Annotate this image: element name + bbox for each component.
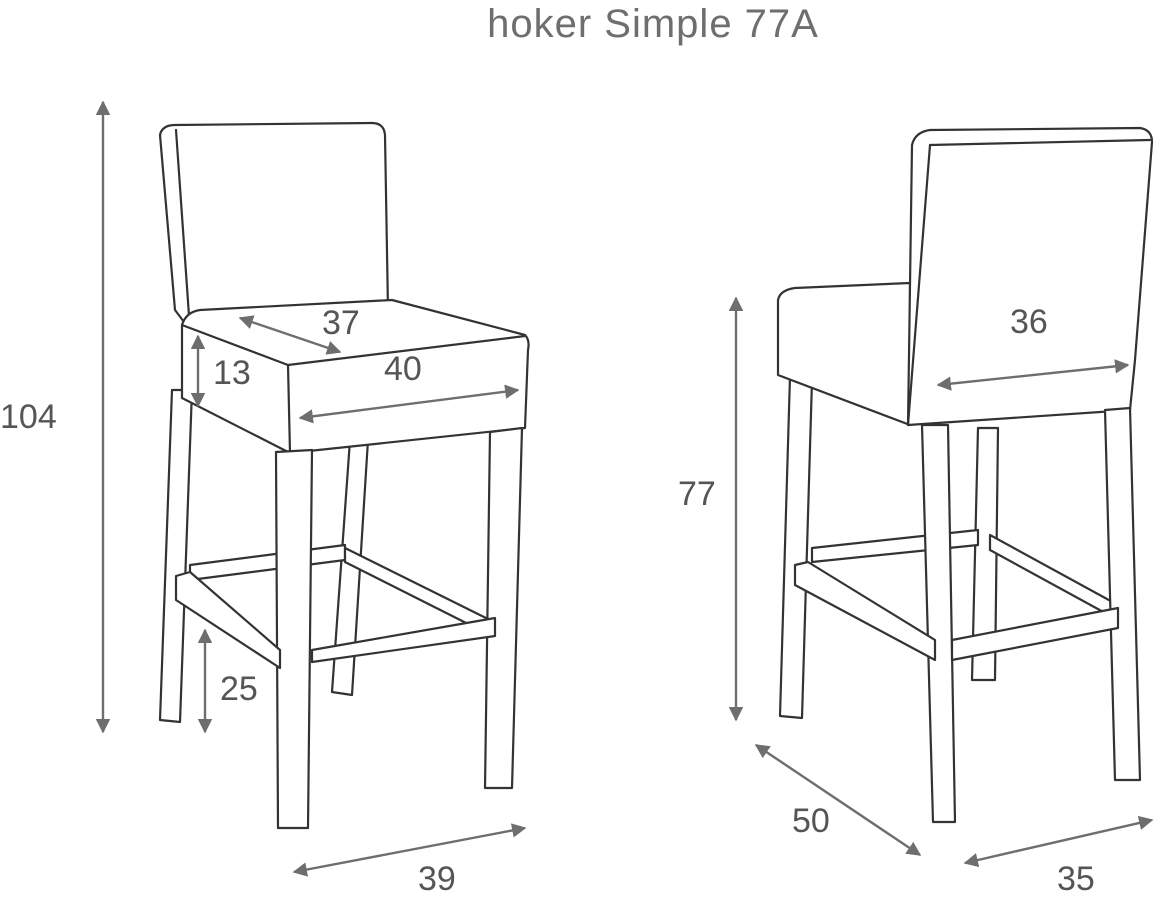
base-width-label: 39 [418, 860, 456, 898]
front-stool [158, 121, 530, 830]
rear-width-label: 35 [1057, 860, 1095, 898]
seat-depth-arrow [238, 315, 342, 355]
seat-height-label: 77 [678, 475, 716, 513]
back-width-label: 36 [1010, 303, 1048, 341]
dimension-lines [95, 100, 1154, 877]
backrest [158, 121, 390, 332]
back-rail [810, 528, 980, 564]
rear-backrest [906, 126, 1154, 427]
near-back-rail [950, 606, 1120, 662]
total-height-label: 104 [0, 398, 57, 436]
dimension-labels: 104 37 13 40 25 39 77 36 50 35 [0, 303, 1095, 898]
back-width-arrow [936, 359, 1130, 391]
front-right-leg [483, 426, 524, 790]
rear-width-arrow [963, 815, 1154, 868]
left-footrest [174, 570, 282, 670]
rear-left-leg [158, 388, 194, 724]
near-right-leg [1103, 406, 1142, 782]
far-right-leg [970, 426, 1000, 682]
depth-label: 50 [792, 802, 830, 840]
near-left-leg [920, 423, 957, 824]
seat-thickness-label: 13 [213, 354, 251, 392]
far-left-leg [778, 374, 814, 720]
depth-arrow [754, 744, 922, 856]
rear-stool [776, 126, 1154, 824]
left-near-rail [793, 560, 937, 662]
front-left-leg [274, 448, 314, 830]
footrest-height-label: 25 [220, 670, 258, 708]
rear-rail [188, 543, 347, 582]
right-side-rail [988, 533, 1120, 622]
seat-width-label: 40 [384, 350, 422, 388]
seat-width-arrow [298, 384, 520, 424]
diagram-title: hoker Simple 77A [487, 2, 819, 46]
front-footrest [310, 616, 497, 664]
seat-depth-label: 37 [322, 304, 360, 342]
base-width-arrow [292, 823, 527, 877]
